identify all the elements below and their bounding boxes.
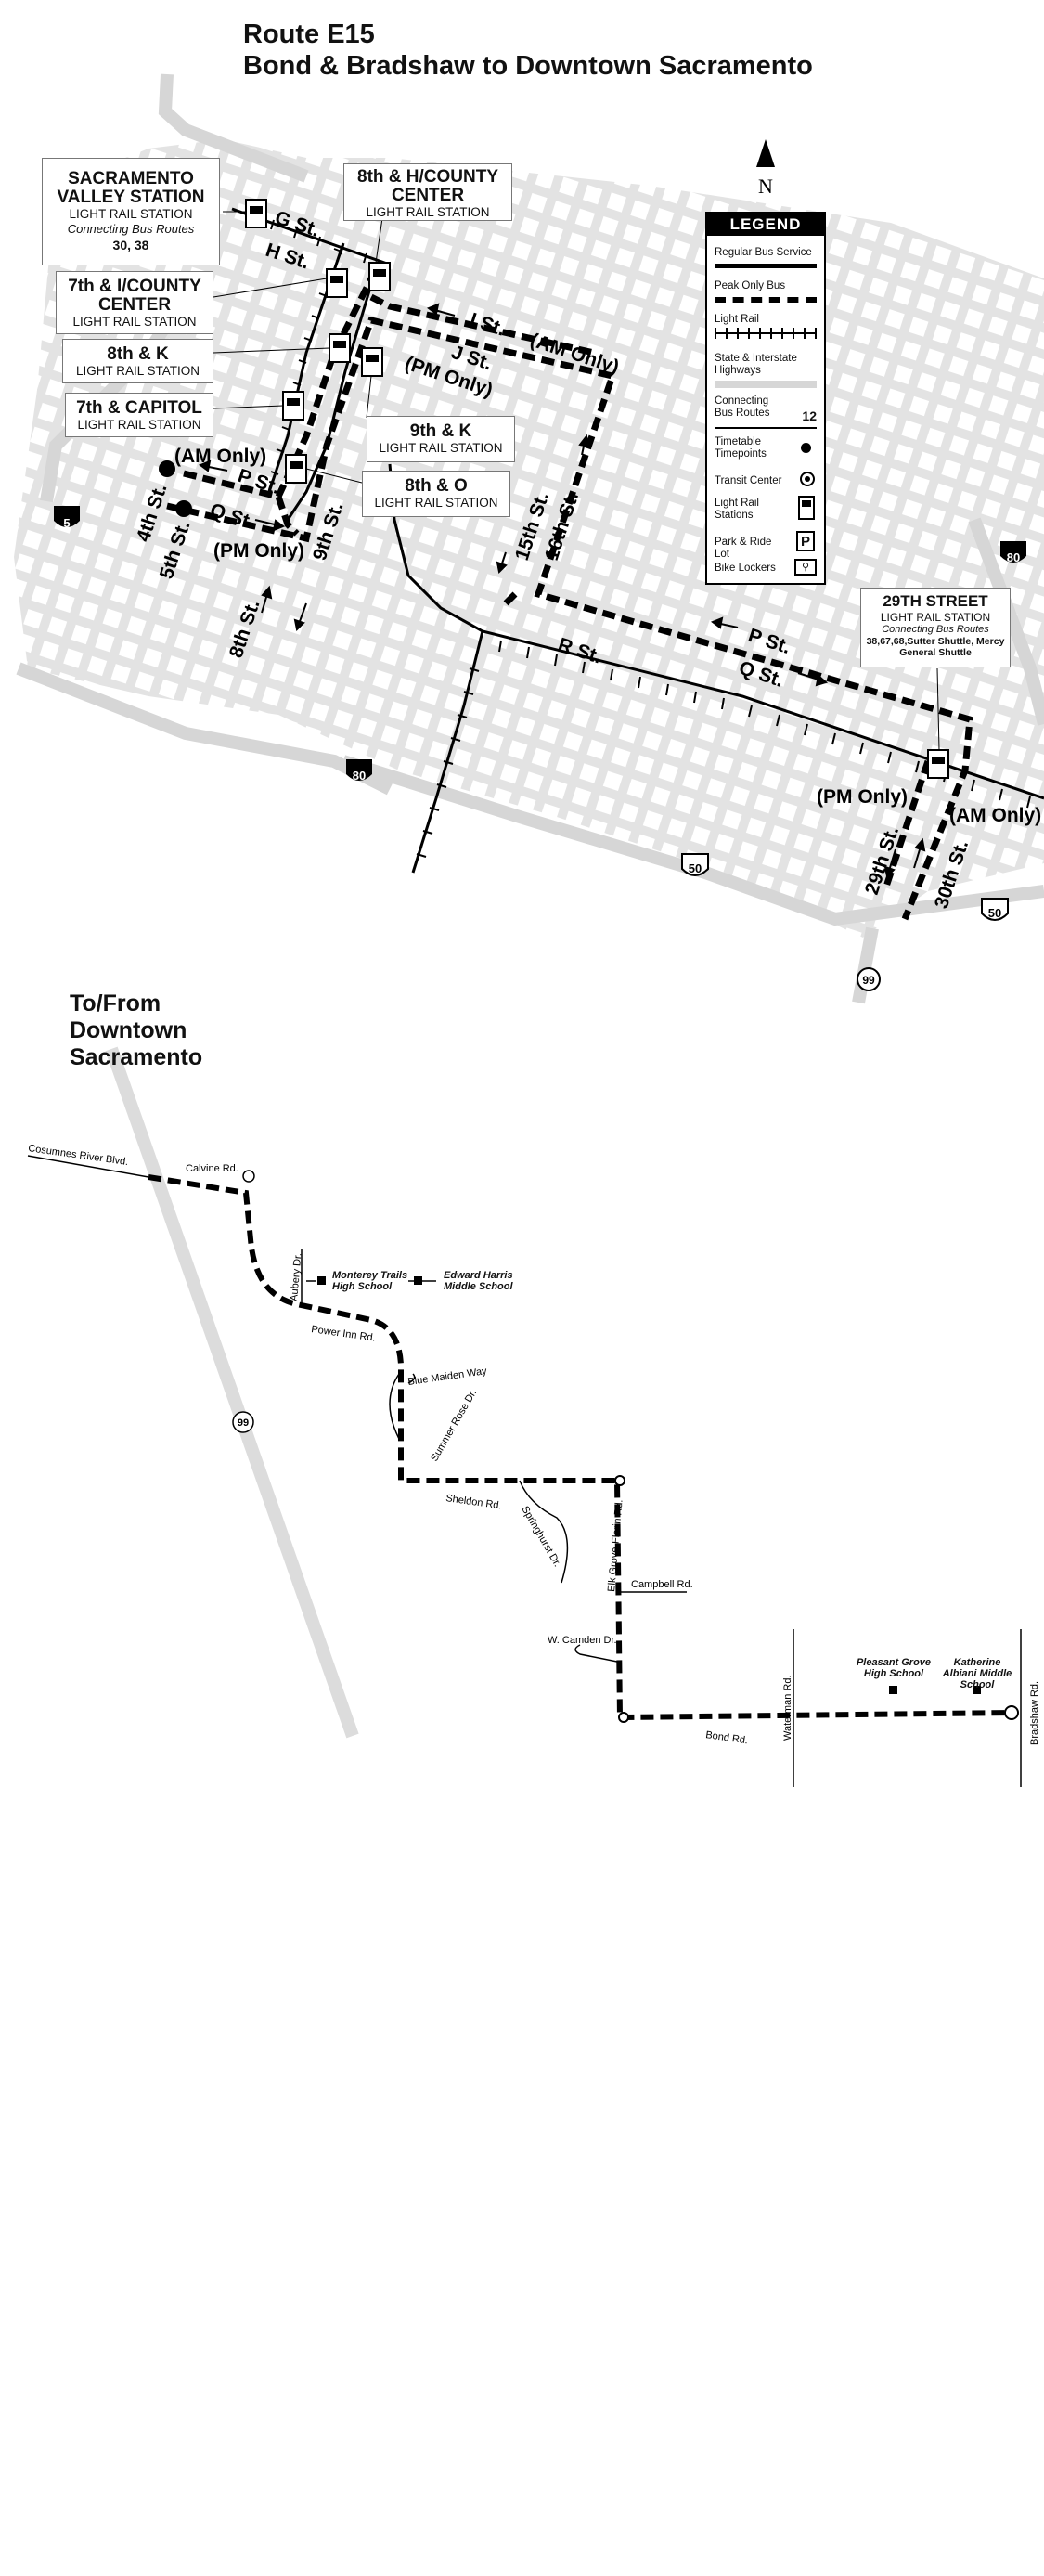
timepoint-dot xyxy=(159,460,175,477)
svg-text:Blue Maiden Way: Blue Maiden Way xyxy=(407,1366,488,1388)
light-rail-station-glyphs xyxy=(250,206,945,764)
transit-center-icon xyxy=(800,472,815,486)
i80-shield-east: 80 xyxy=(1000,541,1026,564)
school-marker xyxy=(317,1276,326,1285)
sacramento-valley-station-box: SACRAMENTO VALLEY STATION LIGHT RAIL STA… xyxy=(42,158,220,265)
park-ride-marker xyxy=(242,1170,255,1183)
direction-arrows xyxy=(198,303,926,879)
legend-highways: State & Interstate Highways xyxy=(715,353,797,376)
8th-o-box: 8th & O LIGHT RAIL STATION xyxy=(362,471,510,517)
south-streets xyxy=(27,1155,1022,1787)
monterey-trails-label: Monterey Trails High School xyxy=(332,1270,408,1292)
legend-regular: Regular Bus Service xyxy=(715,247,812,258)
svg-text:Campbell Rd.: Campbell Rd. xyxy=(631,1579,693,1590)
29th-street-box: 29TH STREET LIGHT RAIL STATION Connectin… xyxy=(860,588,1011,667)
timepoint-bond xyxy=(618,1712,629,1723)
svg-text:Sheldon Rd.: Sheldon Rd. xyxy=(445,1493,503,1511)
svg-text:Aubery Dr.: Aubery Dr. xyxy=(289,1252,303,1301)
i5-shield: 5 xyxy=(54,506,80,530)
legend-divider xyxy=(715,427,817,429)
8th-h-county-center-box: 8th & H/COUNTY CENTER LIGHT RAIL STATION xyxy=(343,163,512,221)
to-from-title: To/From Downtown Sacramento xyxy=(70,990,203,1070)
route-title: Route E15 xyxy=(243,19,375,49)
legend-connecting: Connecting Bus Routes xyxy=(715,395,770,419)
timepoint-icon xyxy=(801,443,811,453)
pleasant-grove-label: Pleasant Grove High School xyxy=(856,1657,932,1679)
highway-99-south: 99 xyxy=(105,1046,359,1739)
sr99-shield-1: 99 xyxy=(857,967,881,991)
bike-icon: ⚲ xyxy=(794,559,817,576)
us50-shield-1: 50 xyxy=(681,853,709,876)
edward-harris-label: Edward Harris Middle School xyxy=(444,1270,513,1292)
svg-text:Power Inn Rd.: Power Inn Rd. xyxy=(311,1324,377,1344)
svg-text:Bond Rd.: Bond Rd. xyxy=(705,1729,749,1746)
us50-shield-2: 50 xyxy=(981,898,1009,921)
i80-shield-south: 80 xyxy=(346,759,372,783)
7th-capitol-box: 7th & CAPITOL LIGHT RAIL STATION xyxy=(65,393,213,437)
park-ride-icon: P xyxy=(796,531,815,551)
legend: LEGEND Regular Bus Service Peak Only Bus… xyxy=(705,212,826,585)
light-rail-ties xyxy=(247,211,1031,858)
svg-text:Summer Rose Dr.: Summer Rose Dr. xyxy=(429,1388,479,1464)
svg-text:(AM Only): (AM Only) xyxy=(949,805,1041,826)
legend-peak: Peak Only Bus xyxy=(715,280,786,291)
legend-title: LEGEND xyxy=(707,214,824,236)
svg-text:50: 50 xyxy=(689,861,702,875)
legend-highway-line xyxy=(715,381,817,388)
svg-text:5: 5 xyxy=(63,516,70,530)
legend-connecting-sample: 12 xyxy=(802,408,817,423)
route-e15-south-path xyxy=(148,1174,1012,1721)
svg-text:W. Camden Dr.: W. Camden Dr. xyxy=(548,1635,617,1646)
north-arrow: N xyxy=(756,139,775,198)
school-marker xyxy=(414,1276,422,1285)
legend-rail-ties xyxy=(715,328,817,339)
legend-regular-line xyxy=(715,264,817,268)
svg-text:(AM Only): (AM Only) xyxy=(174,446,266,467)
timepoint-sheldon xyxy=(614,1475,625,1486)
school-marker xyxy=(973,1686,981,1694)
rail-station-icon xyxy=(798,496,815,520)
legend-peak-line xyxy=(715,297,817,303)
route-subtitle: Bond & Bradshaw to Downtown Sacramento xyxy=(243,51,813,81)
legend-transit-center: Transit Center xyxy=(715,475,782,486)
svg-text:Springhurst Dr.: Springhurst Dr. xyxy=(519,1505,562,1570)
7th-i-county-center-box: 7th & I/COUNTY CENTER LIGHT RAIL STATION xyxy=(56,271,213,334)
school-marker xyxy=(889,1686,897,1694)
legend-bike: Bike Lockers xyxy=(715,563,776,574)
route-e15-downtown-path xyxy=(166,267,973,921)
legend-rail: Light Rail xyxy=(715,314,759,325)
legend-timepoints: Timetable Timepoints xyxy=(715,436,767,460)
svg-text:(PM Only): (PM Only) xyxy=(817,786,908,808)
downtown-street-grid xyxy=(14,139,1044,938)
9th-k-box: 9th & K LIGHT RAIL STATION xyxy=(367,416,515,462)
svg-text:Calvine Rd.: Calvine Rd. xyxy=(186,1163,238,1174)
svg-text:99: 99 xyxy=(862,974,875,987)
timepoint-dot xyxy=(175,500,192,517)
svg-text:50: 50 xyxy=(988,906,1001,920)
svg-text:N: N xyxy=(758,175,773,198)
legend-rail-stations: Light Rail Stations xyxy=(715,498,759,521)
svg-text:Bradshaw Rd.: Bradshaw Rd. xyxy=(1029,1681,1040,1745)
katherine-albiani-label: Katherine Albiani Middle School xyxy=(942,1657,1012,1690)
svg-text:Waterman Rd.: Waterman Rd. xyxy=(782,1675,793,1741)
svg-text:99: 99 xyxy=(238,1417,249,1429)
timepoint-bradshaw xyxy=(1004,1705,1019,1720)
legend-park-ride: Park & Ride Lot xyxy=(715,537,772,560)
svg-text:(PM Only): (PM Only) xyxy=(213,540,304,562)
svg-text:80: 80 xyxy=(1007,550,1020,564)
svg-text:80: 80 xyxy=(353,769,366,783)
callout-leaders xyxy=(213,211,940,751)
svg-text:Elk Grove-Florin Rd.: Elk Grove-Florin Rd. xyxy=(606,1499,625,1592)
8th-k-box: 8th & K LIGHT RAIL STATION xyxy=(62,339,213,383)
